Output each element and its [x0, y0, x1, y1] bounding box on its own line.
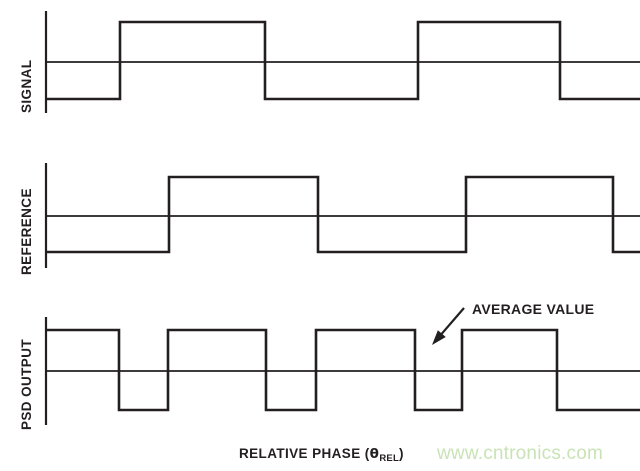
arrow-shaft — [439, 307, 465, 337]
y-axis-label-reference: REFERENCE — [19, 188, 34, 275]
site-watermark: www.cntronics.com — [437, 443, 603, 464]
waveform-trace-signal — [46, 20, 640, 101]
x-axis-label: RELATIVE PHASE (θREL) — [239, 446, 404, 464]
x-axis-label-main: RELATIVE PHASE ( — [239, 446, 370, 461]
average-value-annotation-label: AVERAGE VALUE — [472, 301, 595, 317]
y-axis-label-psd-output: PSD OUTPUT — [19, 338, 34, 430]
y-axis-label-signal: SIGNAL — [19, 59, 34, 113]
waveform-panels — [44, 11, 640, 425]
theta-symbol: θ — [369, 446, 380, 462]
x-axis-label-subscript: REL — [379, 453, 399, 464]
waveform-trace-psd-output — [46, 328, 640, 412]
x-axis-label-close: ) — [398, 446, 404, 461]
arrow-head — [432, 330, 446, 345]
waveform-trace-reference — [46, 175, 640, 254]
average-value-arrow — [432, 307, 465, 345]
